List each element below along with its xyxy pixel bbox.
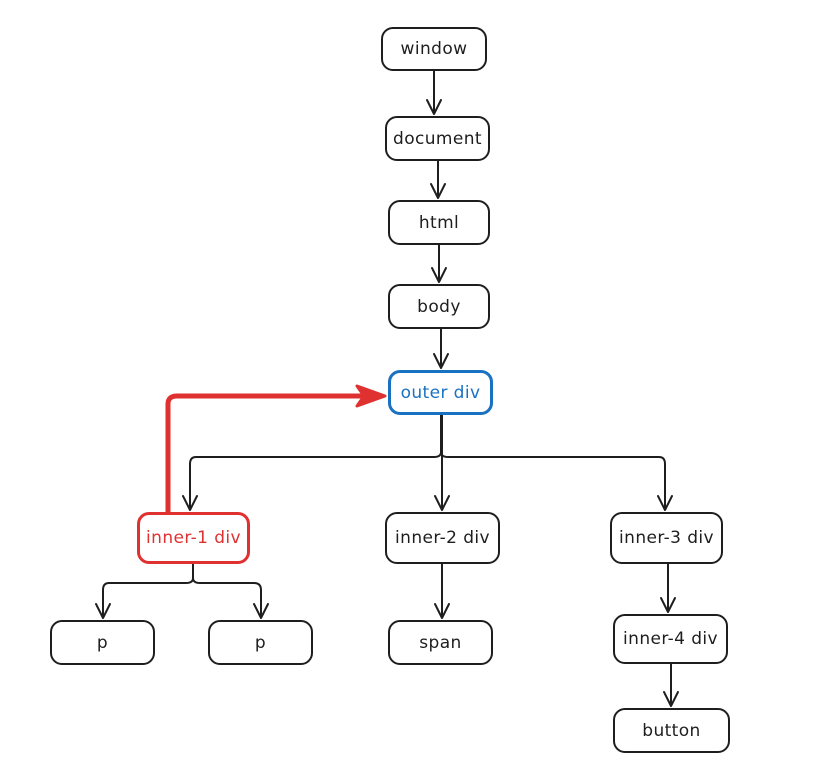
edge-body-outer (433, 328, 449, 369)
edge-window-document (426, 70, 442, 115)
node-body-label: body (417, 296, 461, 317)
node-document[interactable]: document (385, 116, 490, 161)
node-inner-1-div-label: inner-1 div (146, 528, 241, 548)
node-p-right-label: p (254, 632, 267, 653)
node-p-left-label: p (96, 632, 109, 653)
node-document-label: document (393, 128, 482, 149)
node-inner-2-div-label: inner-2 div (395, 528, 490, 548)
edge-html-body (431, 244, 447, 283)
node-button-label: button (642, 720, 701, 741)
node-span-label: span (419, 632, 462, 653)
edge-inner4-button (663, 663, 679, 707)
edge-inner1-p2 (192, 563, 269, 619)
node-html-label: html (418, 212, 460, 233)
node-p-right[interactable]: p (208, 620, 313, 665)
edge-inner1-p1 (95, 563, 194, 619)
edge-outer-inner3 (440, 414, 673, 511)
node-html[interactable]: html (388, 200, 490, 245)
node-inner-3-div[interactable]: inner-3 div (610, 512, 723, 564)
edge-outer-inner1 (182, 414, 442, 511)
node-outer-div-label: outer div (400, 382, 481, 403)
node-inner-3-div-label: inner-3 div (619, 528, 714, 548)
node-outer-div[interactable]: outer div (388, 370, 493, 415)
edge-inner1-outer-red (165, 384, 387, 515)
node-p-left[interactable]: p (50, 620, 155, 665)
node-inner-4-div[interactable]: inner-4 div (613, 614, 728, 664)
node-body[interactable]: body (388, 284, 490, 329)
node-inner-1-div[interactable]: inner-1 div (137, 512, 250, 564)
edge-inner2-span (434, 563, 450, 619)
edge-document-html (430, 160, 446, 199)
node-window-label: window (400, 39, 468, 59)
node-inner-2-div[interactable]: inner-2 div (385, 512, 500, 564)
node-span[interactable]: span (388, 620, 493, 665)
node-window[interactable]: window (381, 27, 487, 71)
node-inner-4-div-label: inner-4 div (623, 629, 718, 649)
edge-inner3-inner4 (660, 563, 676, 613)
node-button[interactable]: button (613, 708, 730, 753)
